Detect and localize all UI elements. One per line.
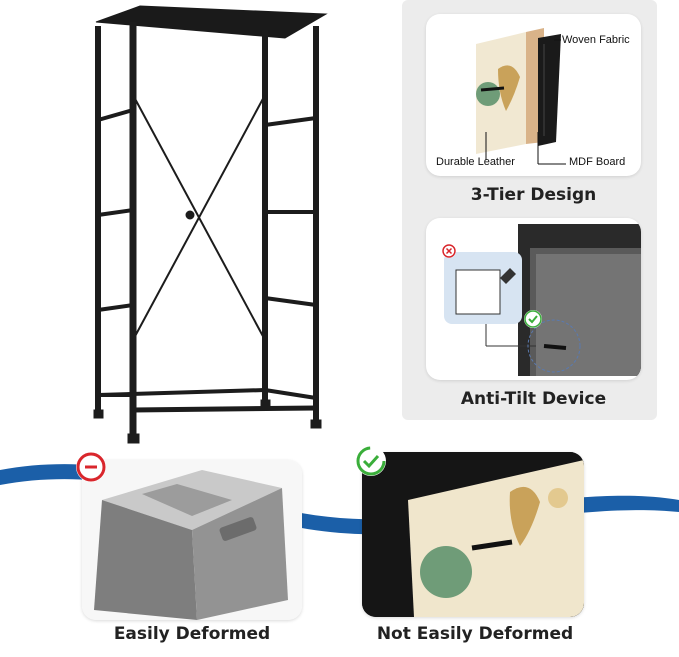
three-tier-caption: 3-Tier Design xyxy=(470,185,597,205)
easily-deformed-caption: Easily Deformed xyxy=(113,624,271,644)
sturdy-drawer-photo xyxy=(362,452,584,617)
anti-tilt-card xyxy=(426,218,641,380)
layers-card: Woven Fabric Durable Leather MDF Board xyxy=(426,14,641,176)
mdf-board-label: MDF Board xyxy=(569,156,626,168)
drawer-layers-illustration xyxy=(476,28,566,165)
durable-leather-label: Durable Leather xyxy=(436,156,515,168)
shelf-frame-illustration xyxy=(93,5,328,444)
small-check-icon xyxy=(524,310,542,328)
anti-tilt-caption: Anti-Tilt Device xyxy=(460,389,607,409)
woven-fabric-label: Woven Fabric xyxy=(562,34,630,46)
anti-tilt-illustration xyxy=(444,224,641,376)
not-easily-deformed-caption: Not Easily Deformed xyxy=(376,624,574,644)
check-circle-icon xyxy=(356,446,386,476)
deformed-bin-photo xyxy=(82,460,302,620)
small-cross-icon xyxy=(442,244,456,258)
cross-circle-icon xyxy=(76,452,106,482)
